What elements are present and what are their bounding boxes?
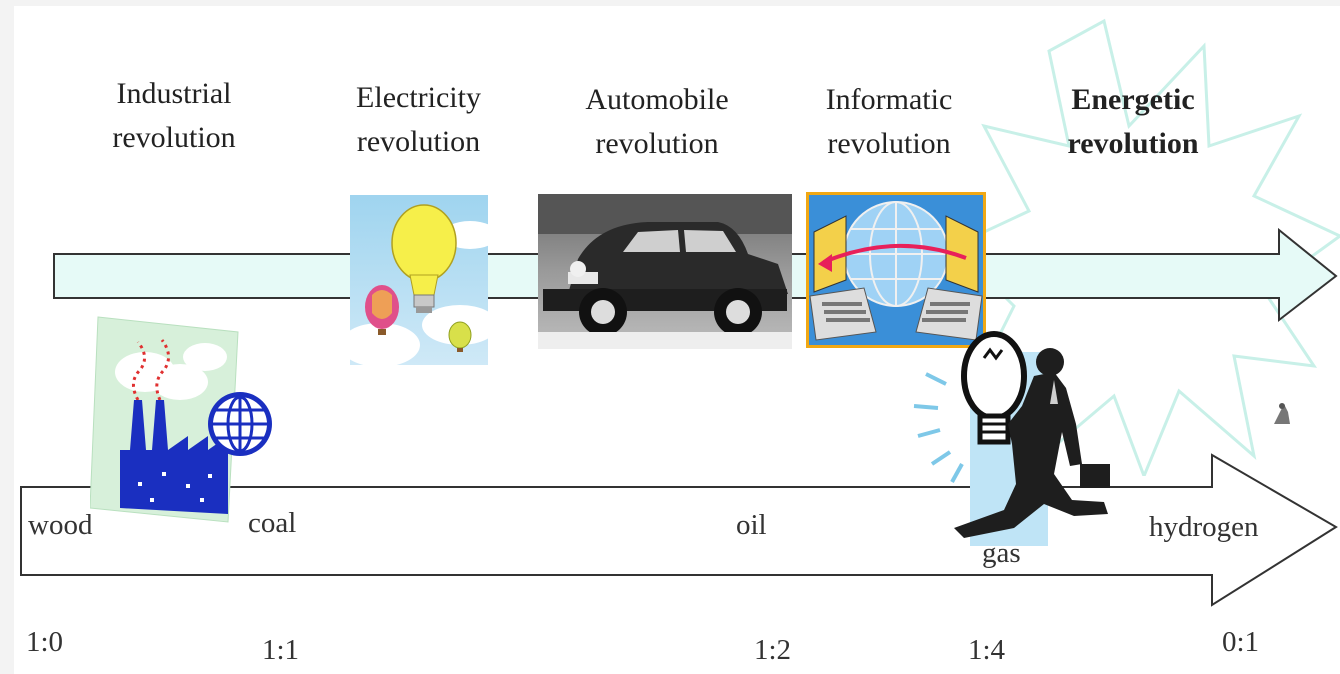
man-with-lightbulb-icon bbox=[913, 331, 1110, 546]
label-electricity-revolution: Electricity revolution bbox=[336, 76, 501, 164]
label-informatic-revolution: Informatic revolution bbox=[804, 78, 974, 166]
label-automobile-revolution: Automobile revolution bbox=[566, 78, 748, 166]
label-industrial-revolution: Industrial revolution bbox=[94, 72, 254, 160]
fuel-gas: gas bbox=[982, 537, 1021, 569]
fuel-hydrogen: hydrogen bbox=[1149, 511, 1259, 543]
label-line2: revolution bbox=[1067, 127, 1199, 160]
ratio-oil: 1:2 bbox=[754, 634, 792, 666]
computer-network-icon bbox=[806, 192, 986, 348]
label-line2: revolution bbox=[356, 125, 481, 158]
lightbulb-balloon-icon bbox=[350, 195, 488, 365]
fuel-coal: coal bbox=[248, 507, 297, 539]
label-line1: Informatic bbox=[825, 83, 953, 116]
ratio-hydrogen: 0:1 bbox=[1222, 626, 1260, 658]
factory-globe-icon bbox=[90, 316, 272, 523]
label-line1: Energetic bbox=[1071, 83, 1195, 116]
fuel-oil: oil bbox=[736, 509, 767, 541]
small-figure-icon bbox=[1274, 403, 1290, 424]
fuel-wood: wood bbox=[28, 509, 93, 541]
label-line1: Automobile bbox=[585, 83, 729, 116]
ratio-coal: 1:1 bbox=[262, 634, 300, 666]
label-line2: revolution bbox=[827, 127, 951, 160]
label-line1: Industrial bbox=[116, 77, 232, 110]
label-line2: revolution bbox=[112, 121, 236, 154]
label-energetic-revolution: Energetic revolution bbox=[1048, 78, 1218, 166]
label-line1: Electricity bbox=[356, 81, 481, 114]
revolutions-diagram: Industrial revolution Electricity revolu… bbox=[14, 6, 1340, 674]
vintage-car-icon bbox=[538, 194, 792, 349]
ratio-wood: 1:0 bbox=[26, 626, 64, 658]
ratio-gas: 1:4 bbox=[968, 634, 1006, 666]
label-line2: revolution bbox=[595, 127, 719, 160]
